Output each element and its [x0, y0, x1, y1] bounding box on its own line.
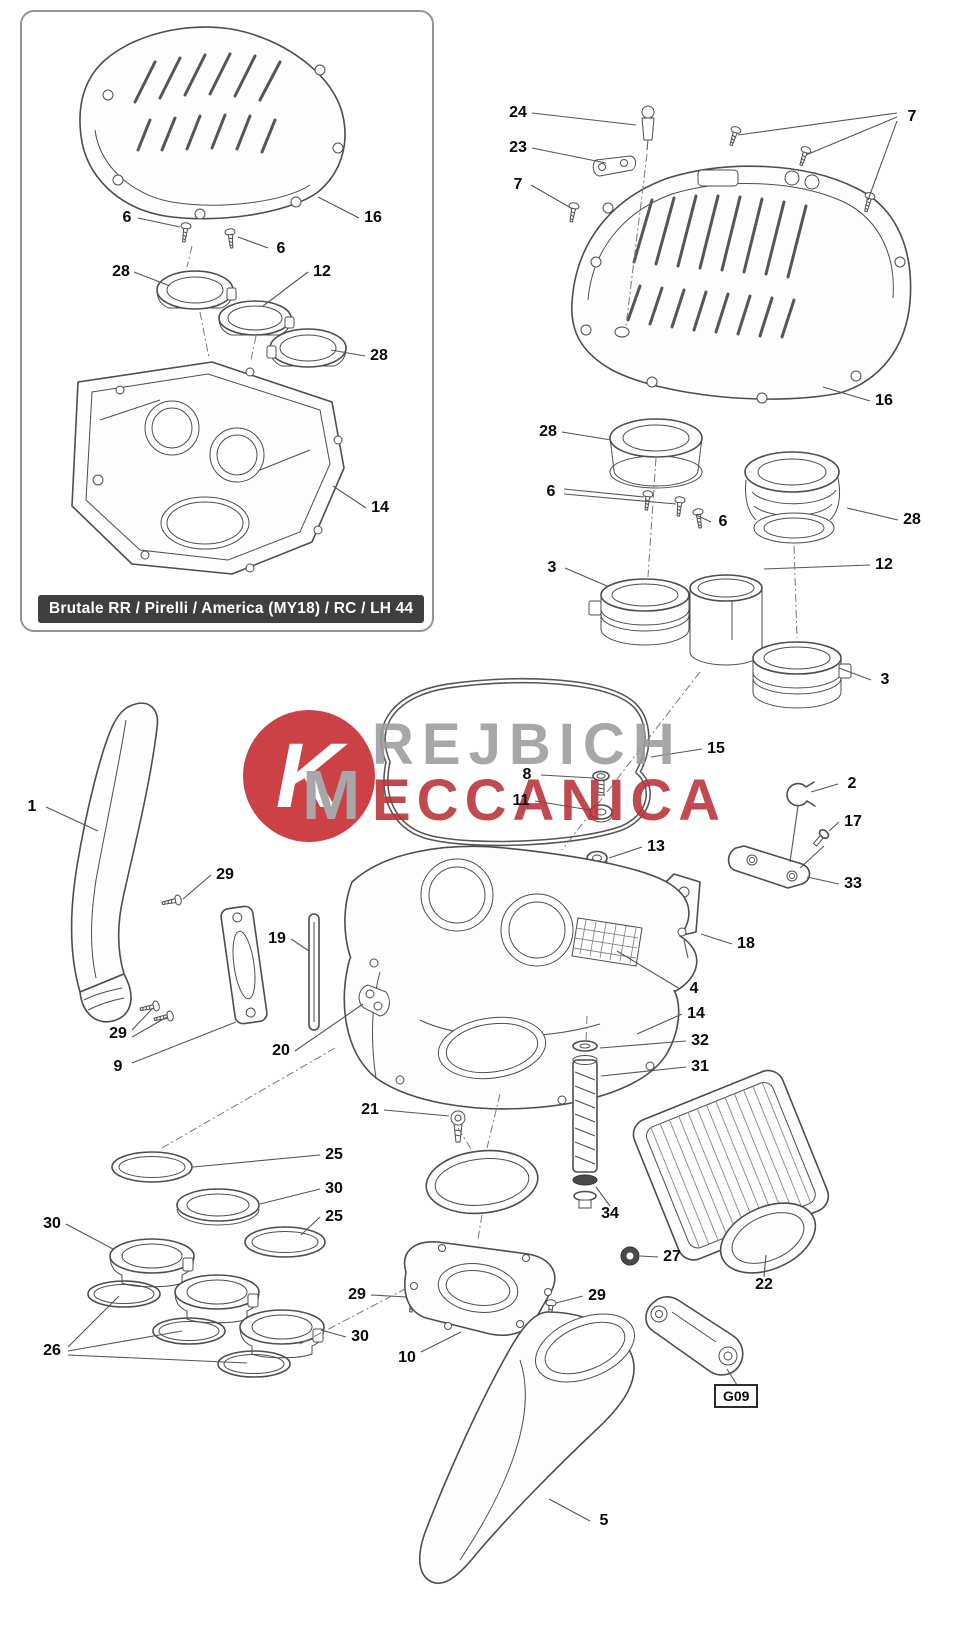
grommet-27 — [620, 1246, 640, 1266]
part-label-21: 21 — [361, 1101, 379, 1118]
part-label-15: 15 — [707, 740, 725, 757]
part-label-11: 11 — [512, 792, 530, 809]
clamp-3-left-screwblock — [588, 600, 602, 616]
inset-ring-12 — [218, 300, 295, 336]
part-label-30: 30 — [325, 1180, 343, 1197]
head-cover-16 — [571, 165, 912, 404]
cover-plate-10 — [403, 1241, 556, 1336]
part-label-6: 6 — [718, 513, 728, 530]
part-label-3: 3 — [880, 671, 890, 688]
damper-31-34 — [572, 1040, 598, 1209]
clamp-3-right-screwblock — [838, 663, 852, 679]
inset-head-cover-16 — [79, 26, 346, 220]
intake-boot-28 — [744, 451, 841, 544]
part-label-7: 7 — [907, 108, 917, 125]
part-label-4: 4 — [689, 980, 699, 997]
flange-23 — [592, 155, 637, 177]
bolt-8 — [592, 770, 610, 796]
part-label-6: 6 — [546, 483, 556, 500]
inset-clamp-28b — [266, 328, 347, 368]
intake-duct-5 — [419, 1311, 636, 1585]
bracket-33 — [727, 845, 811, 889]
part-label-13: 13 — [647, 838, 665, 855]
part-label-17: 17 — [844, 813, 862, 830]
throttle-body-group — [87, 1151, 326, 1378]
part-label-12: 12 — [875, 556, 893, 573]
part-label-29: 29 — [109, 1025, 127, 1042]
lever-g09 — [645, 1296, 744, 1376]
oval-seal-19 — [425, 1149, 539, 1215]
grommet-11 — [589, 804, 613, 823]
part-label-28: 28 — [539, 423, 557, 440]
part-label-16: 16 — [875, 392, 893, 409]
screws-6 — [640, 489, 706, 530]
mount-flange-9 — [220, 905, 268, 1025]
bracket-20 — [358, 984, 390, 1017]
washer-32 — [572, 1040, 598, 1052]
gasket-15 — [380, 677, 651, 847]
part-label-29: 29 — [588, 1287, 606, 1304]
intake-funnel-28 — [609, 418, 703, 489]
inset-leader-lines — [133, 196, 367, 509]
part-label-31: 31 — [691, 1058, 709, 1075]
sensor-24 — [641, 105, 655, 151]
part-label-16: 16 — [364, 209, 382, 226]
inset-airbox-lower-14 — [71, 361, 345, 575]
part-label-12: 12 — [313, 263, 331, 280]
part-label-19: 19 — [268, 930, 286, 947]
part-label-14: 14 — [371, 499, 389, 516]
part-label-7: 7 — [513, 176, 523, 193]
part-label-32: 32 — [691, 1032, 709, 1049]
intake-duct-1 — [70, 702, 159, 1023]
part-label-5: 5 — [599, 1512, 609, 1529]
main-leader-lines — [45, 748, 840, 1522]
part-label-33: 33 — [844, 875, 862, 892]
variant-caption-badge: Brutale RR / Pirelli / America (MY18) / … — [38, 595, 425, 623]
sleeve-12 — [689, 574, 763, 666]
part-label-8: 8 — [522, 766, 532, 783]
part-label-6: 6 — [122, 209, 132, 226]
part-label-3: 3 — [547, 559, 557, 576]
part-label-1: 1 — [27, 798, 37, 815]
clamp-3-left — [600, 578, 690, 646]
part-label-24: 24 — [509, 104, 527, 121]
part-label-14: 14 — [687, 1005, 705, 1022]
airbox-lower-body-14 — [343, 845, 698, 1110]
air-filter-22 — [632, 1069, 830, 1274]
topright-leader-lines — [530, 112, 899, 681]
part-label-25: 25 — [325, 1146, 343, 1163]
construction-lines — [161, 153, 798, 1345]
part-label-20: 20 — [272, 1042, 290, 1059]
clamp-3-right — [752, 641, 842, 709]
part-label-25: 25 — [325, 1208, 343, 1225]
part-label-34: 34 — [601, 1205, 619, 1222]
clip-2 — [786, 781, 816, 807]
part-label-28: 28 — [903, 511, 921, 528]
part-label-29: 29 — [348, 1286, 366, 1303]
inset-clamp-28a — [156, 270, 237, 310]
part-label-9: 9 — [113, 1058, 123, 1075]
part-label-26: 26 — [43, 1342, 61, 1359]
bolt-17 — [812, 829, 830, 847]
part-label-28: 28 — [370, 347, 388, 364]
part-label-30: 30 — [43, 1215, 61, 1232]
part-label-18: 18 — [737, 935, 755, 952]
part-label-2: 2 — [847, 775, 857, 792]
seal-strip-19 — [308, 913, 320, 1031]
inset-screws-6 — [178, 221, 238, 249]
part-label-23: 23 — [509, 139, 527, 156]
part-label-27: 27 — [663, 1248, 681, 1265]
bolt-21 — [450, 1110, 466, 1143]
part-label-30: 30 — [351, 1328, 369, 1345]
part-label-10: 10 — [398, 1349, 416, 1366]
ref-g09-box[interactable]: G09 — [714, 1384, 759, 1408]
part-label-22: 22 — [755, 1276, 773, 1293]
part-label-28: 28 — [112, 263, 130, 280]
part-label-6: 6 — [276, 240, 286, 257]
part-label-29: 29 — [216, 866, 234, 883]
